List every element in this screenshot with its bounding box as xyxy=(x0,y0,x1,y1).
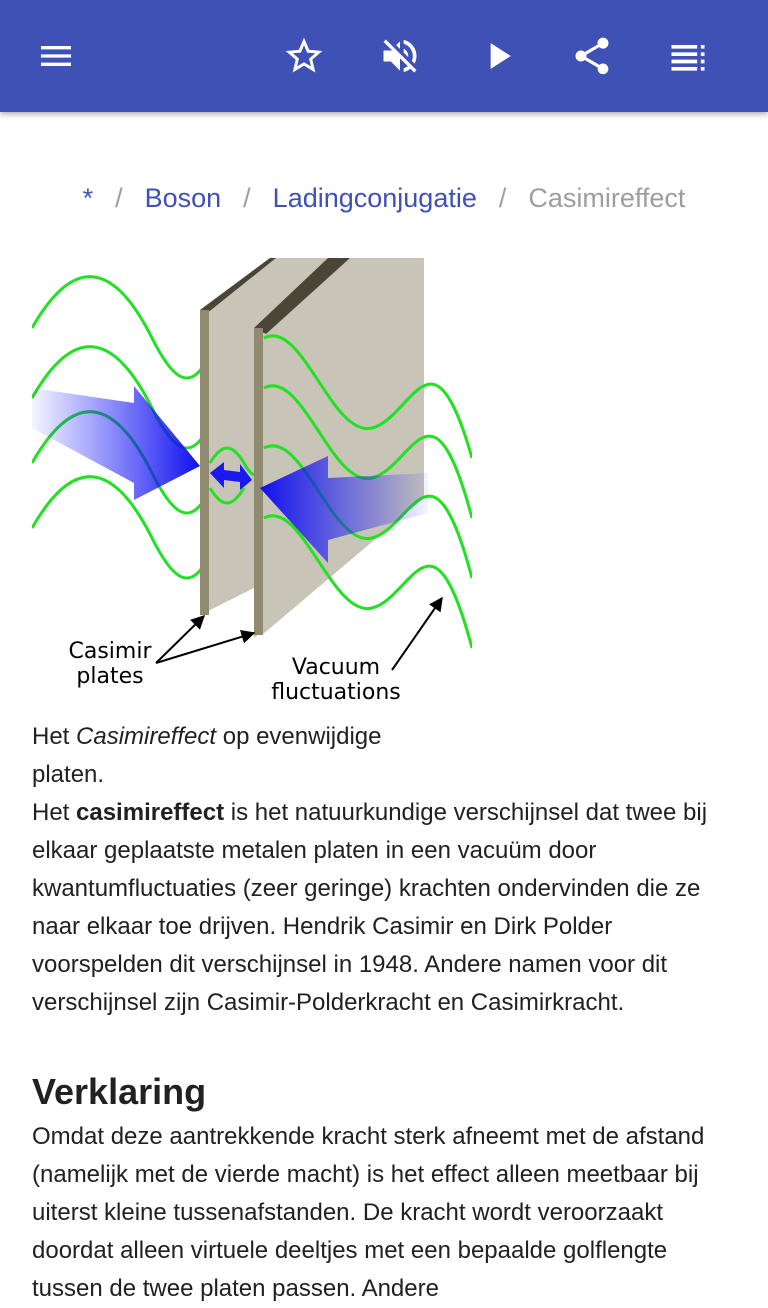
share-icon xyxy=(575,37,609,75)
label-casimir-plates-line2: plates xyxy=(76,664,143,689)
label-vacuum-line2: fluctuations xyxy=(271,680,401,705)
callout-arrows xyxy=(155,596,443,671)
label-casimir-plates-line1: Casimir xyxy=(68,639,152,664)
breadcrumb-separator: / xyxy=(243,182,251,213)
figure-caption: Het Casimireffect op evenwijdige platen. xyxy=(32,718,452,794)
label-vacuum-line1: Vacuum xyxy=(292,655,380,680)
caption-pre: Het xyxy=(32,723,77,750)
caption-post: op evenwijdige platen. xyxy=(32,723,382,788)
gap-double-arrow xyxy=(210,462,252,490)
favorite-button[interactable] xyxy=(276,28,332,84)
breadcrumb-item-boson[interactable]: Boson xyxy=(144,182,222,213)
playlist-icon xyxy=(671,45,705,71)
casimir-effect-figure[interactable]: Casimir plates Vacuum fluctuations xyxy=(32,258,472,706)
force-arrow-right xyxy=(260,456,428,563)
play-button[interactable] xyxy=(470,28,526,84)
mute-button[interactable] xyxy=(372,28,428,84)
play-icon xyxy=(490,43,511,69)
breadcrumb-separator: / xyxy=(498,182,507,213)
breadcrumb-item-ladingconjugatie[interactable]: Ladingconjugatie xyxy=(272,182,477,213)
intro-pre: Het xyxy=(32,799,77,826)
breadcrumb: * / Boson / Ladingconjugatie / Casimiref… xyxy=(0,176,768,220)
section-heading: Verklaring xyxy=(32,1071,207,1112)
intro-post: is het natuurkundige verschijnsel dat tw… xyxy=(32,799,708,1016)
menu-icon xyxy=(41,46,71,66)
star-icon xyxy=(285,37,323,73)
intro-paragraph: Het casimireffect is het natuurkundige v… xyxy=(32,794,736,1022)
app-bar xyxy=(0,0,768,112)
menu-button[interactable] xyxy=(28,28,84,84)
article-content: Het casimireffect is het natuurkundige v… xyxy=(32,794,736,1308)
breadcrumb-separator: / xyxy=(115,182,123,213)
breadcrumb-current: Casimireffect xyxy=(528,182,686,213)
breadcrumb-item-root[interactable]: * xyxy=(82,182,94,213)
table-of-contents-button[interactable] xyxy=(660,28,716,84)
caption-em: Casimireffect xyxy=(76,723,217,750)
force-arrow-left xyxy=(32,386,200,500)
intro-bold: casimireffect xyxy=(76,799,225,826)
share-button[interactable] xyxy=(564,28,620,84)
volume-off-icon xyxy=(383,39,417,73)
